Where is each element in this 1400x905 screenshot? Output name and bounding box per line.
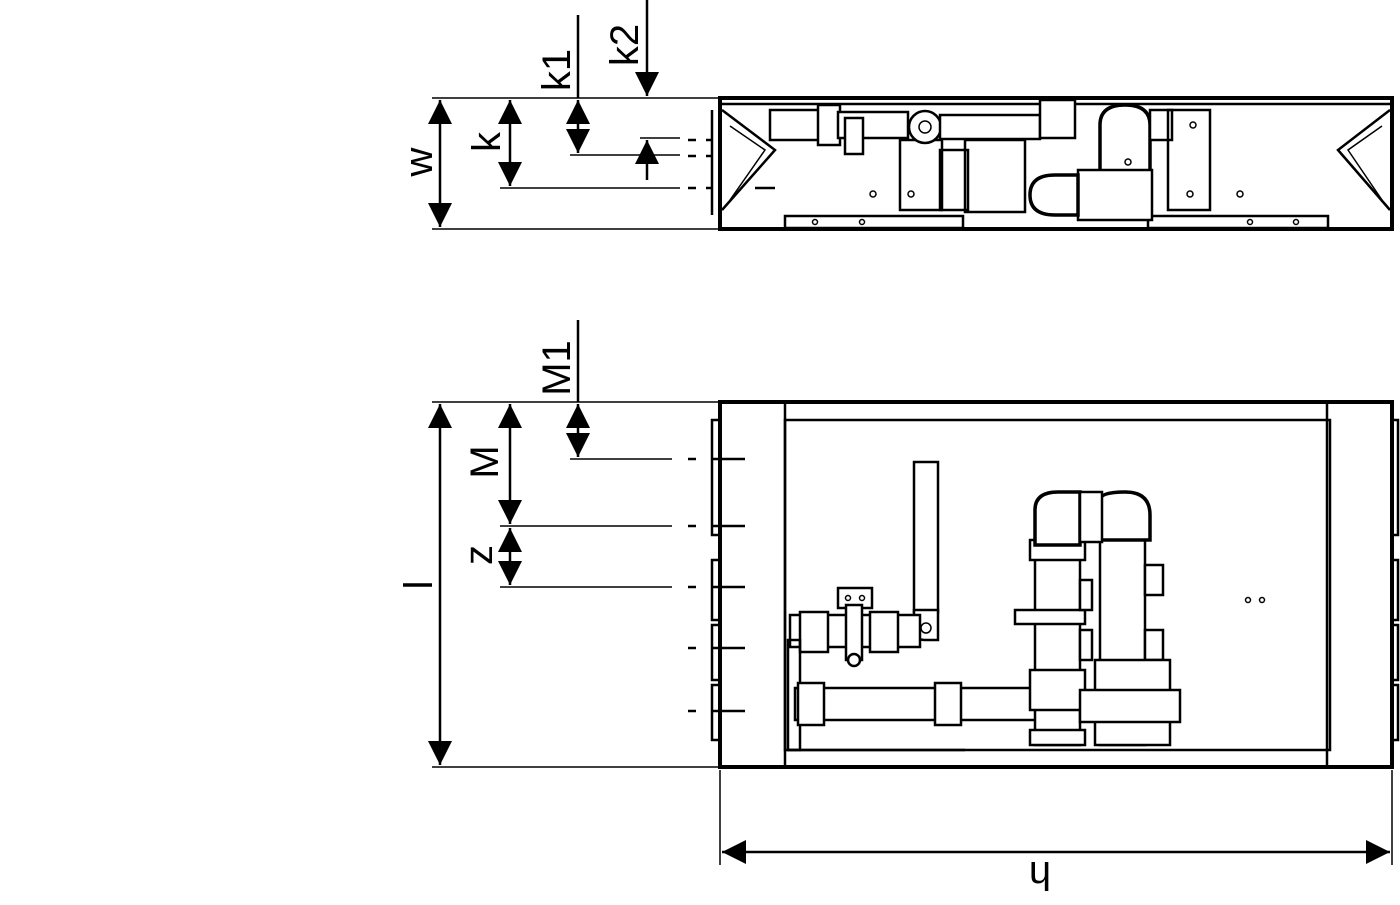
dim-M1-label: M1 <box>535 340 579 396</box>
top-pipework <box>768 98 1244 222</box>
front-view-inner-panel <box>783 418 1332 752</box>
front-pipework <box>786 460 1266 752</box>
right-bracket <box>1336 109 1391 211</box>
side-tabs-left <box>710 418 722 742</box>
dim-k1-label: k1 <box>535 49 579 91</box>
dim-k-label: k <box>465 131 509 152</box>
horizontal-pipe <box>793 686 1052 722</box>
top-view <box>688 96 1394 231</box>
top-view-frame <box>718 96 1394 231</box>
connection-markers <box>688 457 745 713</box>
dim-l-label: l <box>397 581 441 590</box>
top-view-dimensions: w k k1 k2 <box>397 0 720 230</box>
dim-M-label: M <box>463 445 507 478</box>
left-bracket <box>710 109 777 215</box>
front-view-dimensions: l M z M1 h <box>397 320 1393 897</box>
dim-z-label: z <box>457 545 501 565</box>
dim-w-label: w <box>397 147 441 177</box>
mounting-plate-right <box>1146 214 1330 230</box>
dim-h-label: h <box>1029 853 1051 897</box>
vertical-pipe <box>912 460 940 614</box>
mounting-plate-left <box>783 214 965 230</box>
front-view <box>688 400 1400 769</box>
side-tabs-right <box>1390 418 1400 742</box>
riser-pipe-left <box>1033 543 1082 747</box>
dim-k2-label: k2 <box>603 24 647 66</box>
